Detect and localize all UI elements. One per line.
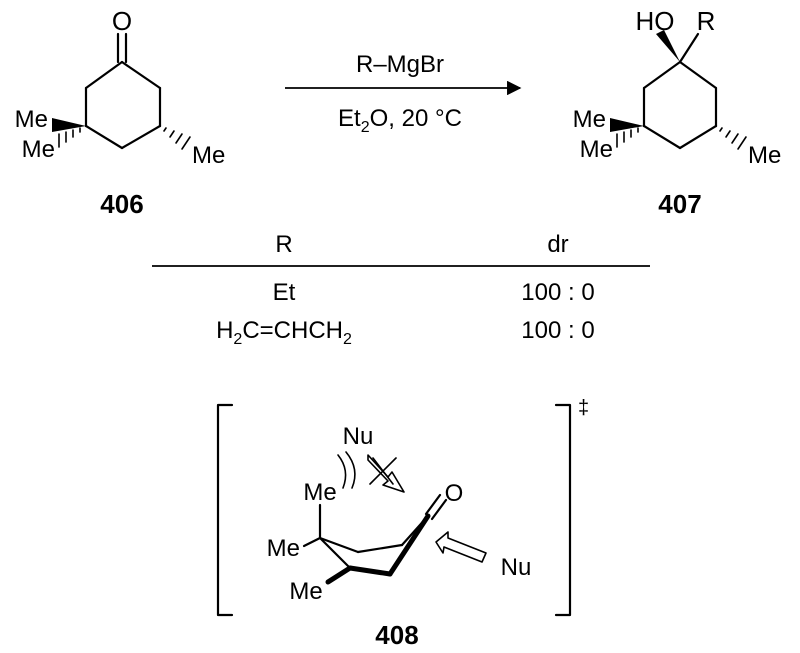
table-cell-dr: 100 : 0: [521, 279, 594, 306]
methyl-label: Me: [580, 136, 613, 163]
table-cell-r: H2C=CHCH2: [216, 317, 352, 348]
methyl-label: Me: [15, 106, 48, 133]
hash-bond: [58, 127, 81, 148]
methyl-label: Me: [748, 142, 781, 169]
conditions-label: Et2O, 20 °C: [338, 105, 462, 136]
hydroxyl-label: HO: [636, 6, 675, 36]
ring-methyl-label: Me: [289, 578, 322, 605]
table-header-r: R: [275, 231, 292, 258]
left-bracket: [216, 403, 234, 617]
hash-bond: [163, 127, 191, 150]
wedge-bond: [52, 118, 86, 132]
blocked-attack-arrow: [367, 454, 405, 493]
equatorial-methyl-label: Me: [267, 535, 300, 562]
methyl-label: Me: [22, 136, 55, 163]
carbonyl-o-label: O: [445, 480, 464, 507]
reagent-label: R–MgBr: [356, 51, 444, 78]
compound-406-structure: O Me Me Me: [15, 6, 226, 169]
compound-408-number: 408: [375, 620, 418, 650]
table-row: H2C=CHCH2 100 : 0: [216, 317, 595, 348]
hash-bond: [719, 127, 747, 150]
nucleophile-axial-label: Nu: [343, 423, 374, 450]
transition-state-408: ‡ O Me Me Me Nu Nu: [216, 397, 589, 617]
favored-attack-arrow: [435, 531, 487, 563]
table-cell-dr: 100 : 0: [521, 317, 594, 344]
axial-methyl-label: Me: [303, 479, 336, 506]
compound-407-structure: HO R Me Me Me: [573, 6, 782, 169]
table-cell-r: Et: [273, 279, 296, 306]
steric-clash-marks: [337, 451, 356, 489]
methyl-label: Me: [192, 142, 225, 169]
carbonyl-o-label: O: [112, 6, 132, 36]
table-row: Et 100 : 0: [273, 279, 595, 306]
methyl-label: Me: [573, 106, 606, 133]
double-dagger: ‡: [578, 397, 589, 419]
right-bracket: [554, 403, 572, 617]
compound-407-number: 407: [658, 189, 701, 219]
table-header-dr: dr: [547, 231, 568, 258]
r-group-label: R: [697, 6, 716, 36]
nucleophile-equatorial-label: Nu: [501, 554, 532, 581]
compound-406-number: 406: [100, 189, 143, 219]
results-table: R dr Et 100 : 0 H2C=CHCH2 100 : 0: [152, 231, 650, 348]
hash-bond: [616, 127, 639, 148]
wedge-bond: [656, 30, 680, 62]
wedge-bond: [610, 118, 644, 132]
